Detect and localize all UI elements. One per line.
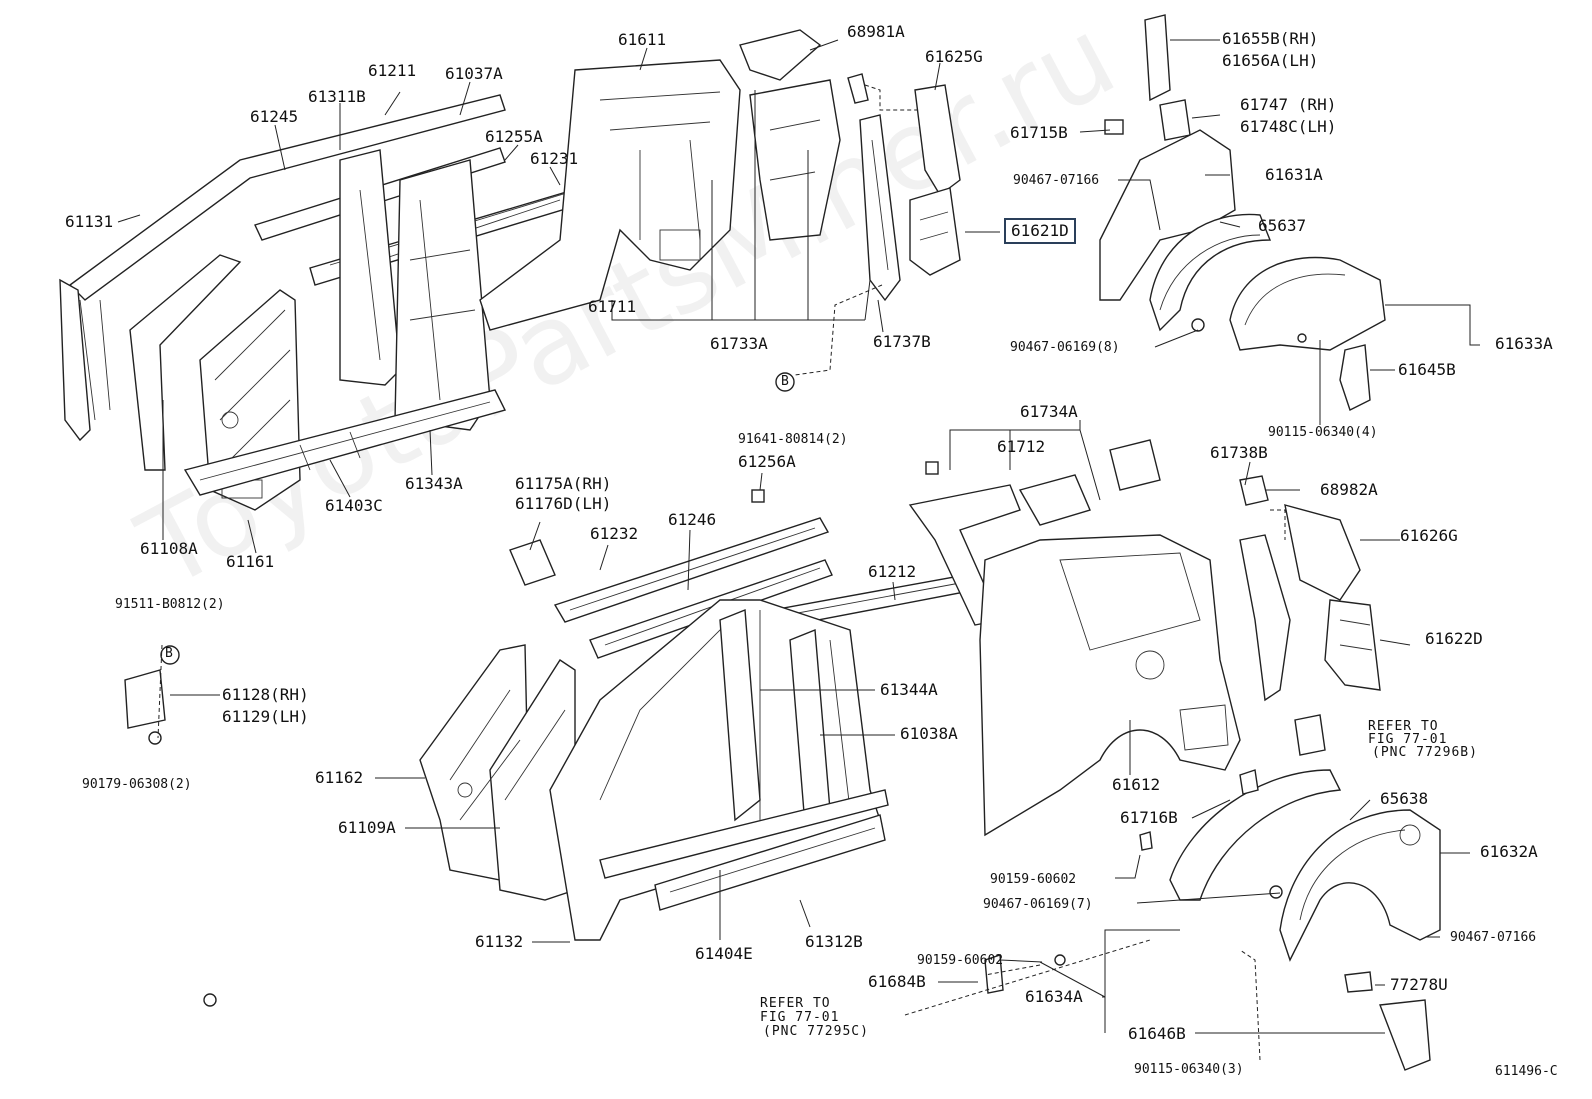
label-61633A[interactable]: 61633A [1495,334,1553,353]
rear-wheel-housing-lower [1169,769,1441,1071]
label-61631A[interactable]: 61631A [1265,165,1323,184]
label-61128[interactable]: 61128(RH) [222,685,309,704]
label-90467-06169-7[interactable]: 90467-06169(7) [983,897,1093,912]
label-callout-b-1: B [781,374,789,389]
label-61404E[interactable]: 61404E [695,944,753,963]
label-61625G[interactable]: 61625G [925,47,983,66]
label-61255A[interactable]: 61255A [485,127,543,146]
refer-note-1-line3: (PNC 77296B) [1372,745,1478,760]
refer-note-1-line2: FIG 77-01 [1368,732,1448,747]
label-90159-60602-b[interactable]: 90159-60602 [917,953,1004,968]
label-68981A[interactable]: 68981A [847,22,905,41]
wheel-house-outer-upper [1099,129,1386,351]
label-callout-b-2: B [165,646,173,661]
label-61733A[interactable]: 61733A [710,334,768,353]
label-90467-07166-b[interactable]: 90467-07166 [1450,930,1537,945]
label-90179-06308[interactable]: 90179-06308(2) [82,777,192,792]
label-61246[interactable]: 61246 [668,510,717,529]
label-61037A[interactable]: 61037A [445,64,503,83]
refer-note-2-line1: REFER TO [760,996,831,1011]
quarter-panel-outer [979,534,1241,837]
label-61038A[interactable]: 61038A [900,724,958,743]
label-61715B[interactable]: 61715B [1010,123,1068,142]
label-61175A[interactable]: 61175A(RH) [515,474,612,493]
label-61656A[interactable]: 61656A(LH) [1222,51,1319,70]
label-61646B[interactable]: 61646B [1128,1024,1186,1043]
label-61611[interactable]: 61611 [618,30,667,49]
label-61655B[interactable]: 61655B(RH) [1222,29,1319,48]
label-61737B[interactable]: 61737B [873,332,931,351]
rocker-outer-lower [599,789,889,911]
label-90115-06340-4[interactable]: 90115-06340(4) [1268,425,1378,440]
center-pillar-assembly [339,149,491,431]
label-61612[interactable]: 61612 [1112,775,1161,794]
label-61245[interactable]: 61245 [250,107,299,126]
label-61161[interactable]: 61161 [226,552,275,571]
label-65637[interactable]: 65637 [1258,216,1307,235]
label-61403C[interactable]: 61403C [325,496,383,515]
label-61716B[interactable]: 61716B [1120,808,1178,827]
rear-pillar-lower [1239,475,1381,702]
roof-side-outer-panel [59,94,506,442]
label-61343A[interactable]: 61343A [405,474,463,493]
label-61162[interactable]: 61162 [315,768,364,787]
refer-note-2-line3: (PNC 77295C) [763,1024,869,1039]
leader-lines [117,39,1480,1034]
label-61212[interactable]: 61212 [868,562,917,581]
label-61622D[interactable]: 61622D [1425,629,1483,648]
label-61108A[interactable]: 61108A [140,539,198,558]
label-61634A[interactable]: 61634A [1025,987,1083,1006]
label-61109A[interactable]: 61109A [338,818,396,837]
label-61747[interactable]: 61747 (RH) [1240,95,1337,114]
refer-note-2-line2: FIG 77-01 [760,1010,840,1025]
label-61344A[interactable]: 61344A [880,680,938,699]
label-61231[interactable]: 61231 [530,149,579,168]
label-68982A[interactable]: 68982A [1320,480,1378,499]
label-61232[interactable]: 61232 [590,524,639,543]
small-fasteners [124,669,1326,1007]
label-61129[interactable]: 61129(LH) [222,707,309,726]
label-91641-80814[interactable]: 91641-80814(2) [738,432,848,447]
label-61738B[interactable]: 61738B [1210,443,1268,462]
quarter-inner-pillars [739,29,961,302]
label-90467-07166-a[interactable]: 90467-07166 [1013,173,1100,188]
label-61621D-highlighted[interactable]: 61621D [1004,218,1076,244]
label-61132[interactable]: 61132 [475,932,524,951]
dashed-lines [157,84,1286,1061]
label-61748C[interactable]: 61748C(LH) [1240,117,1337,136]
label-61684B[interactable]: 61684B [868,972,926,991]
label-65638[interactable]: 65638 [1380,789,1429,808]
label-61312B[interactable]: 61312B [805,932,863,951]
label-61711[interactable]: 61711 [588,297,637,316]
label-61632A[interactable]: 61632A [1480,842,1538,861]
label-61626G[interactable]: 61626G [1400,526,1458,545]
refer-note-1-line1: REFER TO [1368,719,1439,734]
label-61131[interactable]: 61131 [65,212,114,231]
label-61311B[interactable]: 61311B [308,87,366,106]
label-90115-06340-3[interactable]: 90115-06340(3) [1134,1062,1244,1077]
quarter-inner-lower [908,439,1161,626]
label-61712[interactable]: 61712 [997,437,1046,456]
front-pillar-lower [419,644,576,901]
label-91511-B0812[interactable]: 91511-B0812(2) [115,597,225,612]
label-61256A[interactable]: 61256A [738,452,796,471]
callout-circles [160,372,795,665]
label-90159-60602-a[interactable]: 90159-60602 [990,872,1077,887]
label-61176D[interactable]: 61176D(LH) [515,494,612,513]
label-77278U[interactable]: 77278U [1390,975,1448,994]
reinforcement-small-parts [1104,119,1371,411]
rear-pillar-reinforcement [1144,14,1191,141]
label-90467-06169-8[interactable]: 90467-06169(8) [1010,340,1120,355]
diagram-id: 611496-C [1495,1064,1558,1079]
label-61645B[interactable]: 61645B [1398,360,1456,379]
label-61211[interactable]: 61211 [368,61,417,80]
label-61734A[interactable]: 61734A [1020,402,1078,421]
quarter-inner-upper [479,59,741,331]
rocker-panel-upper [183,389,507,496]
